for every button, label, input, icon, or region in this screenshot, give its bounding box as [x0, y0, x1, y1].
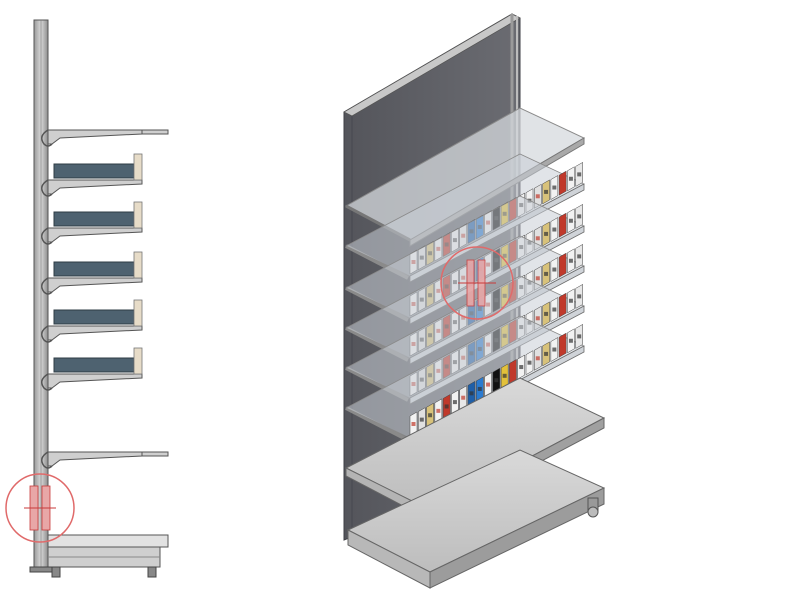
upright-post: [33, 19, 49, 571]
product-pack: [550, 297, 559, 322]
detail-callout-side: [5, 473, 75, 543]
base-deck-side: [29, 534, 169, 578]
product-pack: [558, 332, 567, 358]
product-pack: [575, 243, 583, 269]
product-pack: [542, 179, 550, 205]
product-pack: [575, 203, 583, 229]
side-tray-shelf: [41, 153, 143, 197]
side-bracket-shelf: [41, 129, 169, 147]
side-tray-shelf: [41, 299, 143, 343]
side-tray-shelf: [41, 201, 143, 245]
product-pack: [525, 350, 534, 376]
product-pack: [534, 345, 542, 371]
product-pack: [542, 261, 550, 287]
product-pack: [558, 212, 567, 238]
product-pack: [517, 354, 525, 380]
product-pack: [558, 252, 567, 278]
product-pack: [558, 292, 567, 318]
product-pack: [542, 341, 550, 367]
side-tray-shelf: [41, 251, 143, 295]
product-pack: [575, 283, 583, 309]
side-elevation-view: [5, 19, 169, 578]
product-pack: [567, 328, 575, 354]
isometric-view: [343, 13, 606, 589]
product-pack: [542, 221, 550, 247]
product-pack: [550, 217, 559, 242]
product-pack: [550, 337, 559, 362]
side-shelves: [41, 129, 169, 469]
product-pack: [542, 301, 550, 327]
product-pack: [558, 170, 567, 196]
product-pack: [567, 288, 575, 314]
product-pack: [575, 323, 583, 349]
product-pack: [567, 248, 575, 274]
product-pack: [575, 161, 583, 187]
shelf-rows: [344, 107, 586, 445]
product-pack: [567, 208, 575, 234]
product-pack: [550, 175, 559, 200]
product-pack: [567, 166, 575, 192]
base-deck-iso: [346, 449, 606, 589]
side-tray-shelf: [41, 347, 143, 391]
product-pack: [550, 257, 559, 282]
side-bracket-shelf: [41, 451, 169, 469]
detail-callout-iso: [440, 246, 514, 320]
